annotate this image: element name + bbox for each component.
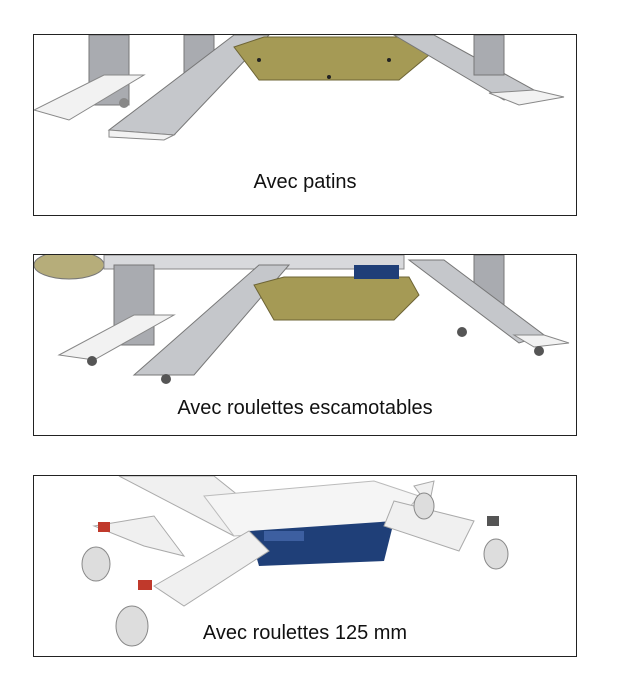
option-panel-retractable-casters: Avec roulettes escamotables: [33, 254, 577, 436]
chassis-with-125mm-casters-image: [81, 476, 509, 647]
option-panel-125mm-casters: Avec roulettes 125 mm: [33, 475, 577, 657]
chassis-with-retractable-casters-image: [34, 255, 570, 384]
option-panel-skids: Avec patins: [33, 34, 577, 216]
option-caption: Avec roulettes 125 mm: [202, 622, 408, 644]
option-caption: Avec roulettes escamotables: [177, 397, 433, 419]
option-caption: Avec patins: [253, 171, 357, 193]
chassis-with-skids-image: [34, 35, 565, 141]
